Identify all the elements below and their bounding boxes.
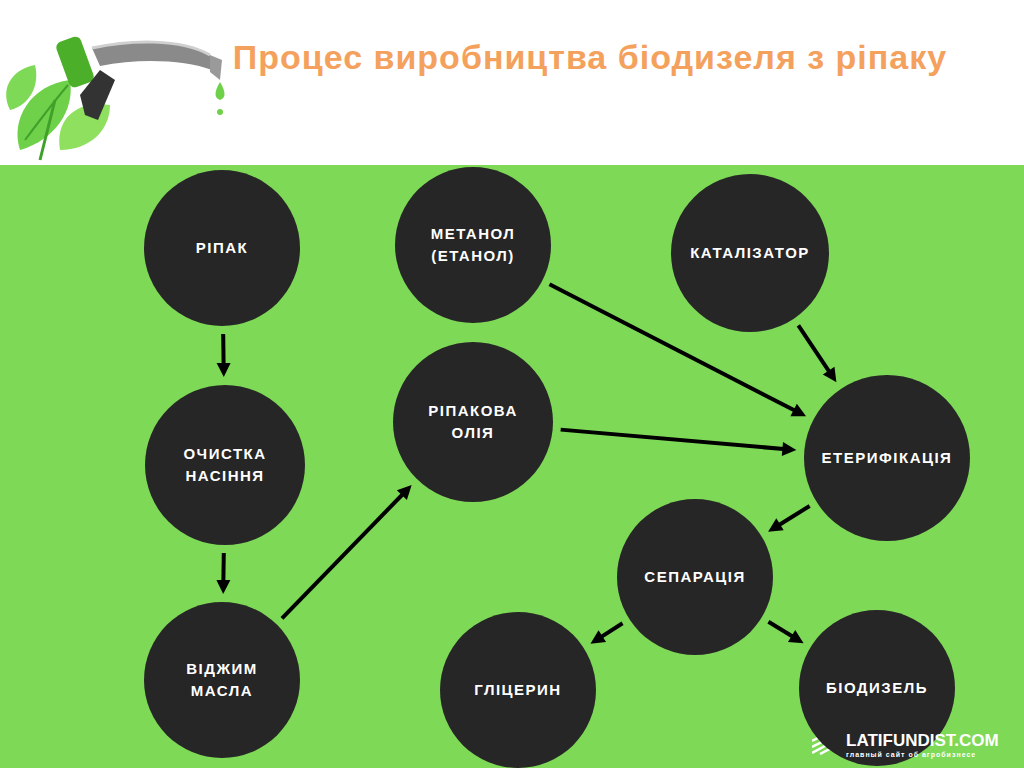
node-label: ЕТЕРИФІКАЦІЯ	[822, 447, 953, 470]
node-label: РІПАК	[196, 237, 248, 260]
arrow-head	[216, 580, 230, 594]
flow-arrow	[216, 553, 230, 594]
flow-arrow	[590, 623, 622, 643]
arrow-line	[282, 492, 405, 618]
process-circle: КАТАЛІЗАТОР	[671, 174, 829, 332]
node-label: СЕПАРАЦІЯ	[644, 566, 745, 589]
process-circle: ЕТЕРИФІКАЦІЯ	[804, 375, 970, 541]
arrow-head	[790, 404, 806, 417]
flow-arrow	[561, 430, 797, 456]
fuel-nozzle-icon	[0, 0, 230, 165]
process-circle: МЕТАНОЛ (ЕТАНОЛ)	[395, 167, 551, 323]
arrow-line	[221, 553, 225, 584]
process-circle: РІПАК	[144, 170, 300, 326]
process-circle: СЕПАРАЦІЯ	[617, 499, 773, 655]
process-circle: ГЛІЦЕРИН	[440, 612, 596, 768]
process-circle: РІПАКОВА ОЛІЯ	[393, 342, 553, 502]
flow-arrow	[217, 334, 231, 377]
process-circle: ВІДЖИМ МАСЛА	[144, 602, 300, 758]
flow-arrow	[798, 325, 836, 382]
arrow-head	[590, 630, 606, 643]
arrow-line	[561, 430, 787, 450]
arrow-line	[777, 506, 810, 526]
node-label: МЕТАНОЛ (ЕТАНОЛ)	[410, 223, 536, 268]
arrow-head	[788, 630, 804, 643]
node-label: РІПАКОВА ОЛІЯ	[408, 400, 538, 445]
node-label: БІОДИЗЕЛЬ	[826, 677, 928, 700]
watermark-text: LATIFUNDIST.COM	[846, 731, 999, 751]
arrow-head	[397, 485, 412, 500]
flow-arrow	[768, 622, 803, 643]
flow-arrow	[768, 506, 810, 532]
arrow-line	[768, 622, 795, 638]
arrow-line	[221, 334, 225, 367]
node-label: ОЧИСТКА НАСІННЯ	[160, 443, 290, 488]
flow-arrow	[282, 485, 412, 618]
page-title: Процес виробництва біодизеля з ріпаку	[230, 38, 950, 77]
watermark-subtext: главный сайт об агробизнесе	[846, 751, 976, 758]
arrow-head	[823, 367, 837, 383]
process-circle: ОЧИСТКА НАСІННЯ	[145, 385, 305, 545]
arrow-head	[768, 518, 784, 531]
node-label: ВІДЖИМ МАСЛА	[159, 658, 285, 703]
arrow-line	[798, 325, 831, 374]
arrow-head	[217, 363, 231, 377]
arrow-head	[782, 442, 797, 456]
arrow-line	[599, 623, 623, 638]
node-label: КАТАЛІЗАТОР	[690, 242, 810, 265]
node-label: ГЛІЦЕРИН	[474, 679, 561, 702]
